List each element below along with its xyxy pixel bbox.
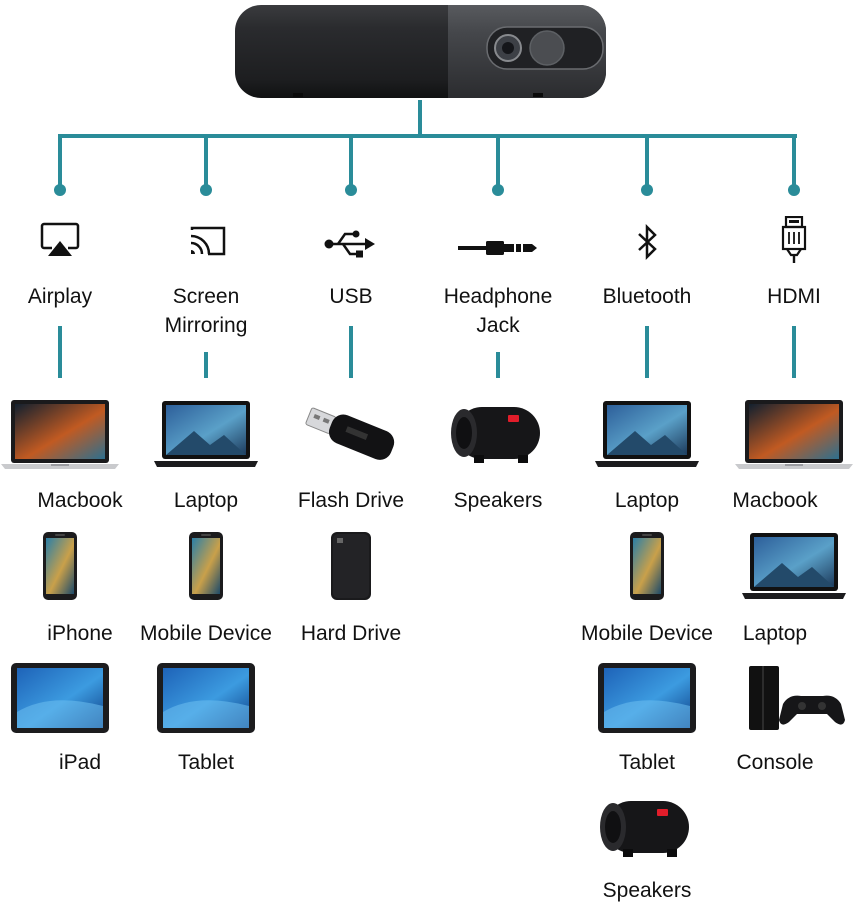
branch-node (345, 184, 357, 196)
phone-image (188, 531, 224, 606)
category-label-line: HDMI (767, 285, 821, 308)
category-label-line: Mirroring (164, 314, 248, 337)
macbook-image (1, 398, 119, 475)
speaker-image (448, 401, 548, 472)
airplay-icon (32, 220, 88, 260)
category-label-line: Screen (172, 285, 240, 308)
category-label-line: Airplay (27, 285, 93, 308)
device-label: iPhone (47, 622, 113, 645)
hard-drive-image (329, 530, 373, 607)
category-label: Airplay (0, 282, 130, 311)
hdmi-icon (766, 215, 822, 263)
headphone-jack-icon (458, 228, 538, 268)
category-label: USB (281, 282, 421, 311)
device-label: Speakers (602, 879, 692, 902)
category-label-line: Headphone (443, 285, 553, 308)
category-label-line: Jack (476, 314, 520, 337)
console-image (739, 662, 849, 739)
category-label: HDMI (724, 282, 855, 311)
device-label: Laptop (742, 622, 808, 645)
branch-node (492, 184, 504, 196)
bluetooth-icon (619, 222, 675, 262)
tablet-image (10, 662, 110, 739)
branch-node (788, 184, 800, 196)
device-label: Console (736, 751, 814, 774)
device-label: Macbook (732, 489, 818, 512)
device-label: Mobile Device (140, 622, 272, 645)
category-label: Bluetooth (577, 282, 717, 311)
projector-device-image (235, 5, 606, 98)
device-label: Flash Drive (297, 489, 405, 512)
category-label-line: USB (329, 285, 373, 308)
laptop-image (154, 399, 258, 474)
device-label: Tablet (177, 751, 235, 774)
cast-icon (178, 222, 234, 262)
laptop-image (742, 531, 846, 606)
device-label: Laptop (173, 489, 239, 512)
device-label: Hard Drive (300, 622, 402, 645)
branch-node (54, 184, 66, 196)
tablet-image (597, 662, 697, 739)
phone-image (42, 531, 78, 606)
macbook-image (735, 398, 853, 475)
usb-icon (323, 224, 379, 264)
device-label: Macbook (37, 489, 123, 512)
category-label-line: Bluetooth (602, 285, 692, 308)
phone-image (629, 531, 665, 606)
flash-drive-image (301, 398, 401, 475)
device-label: Mobile Device (581, 622, 713, 645)
laptop-image (595, 399, 699, 474)
branch-node (641, 184, 653, 196)
device-label: iPad (58, 751, 102, 774)
device-label: Tablet (618, 751, 676, 774)
speaker-image (597, 795, 697, 866)
branch-node (200, 184, 212, 196)
tablet-image (156, 662, 256, 739)
device-label: Speakers (453, 489, 543, 512)
device-label: Laptop (614, 489, 680, 512)
